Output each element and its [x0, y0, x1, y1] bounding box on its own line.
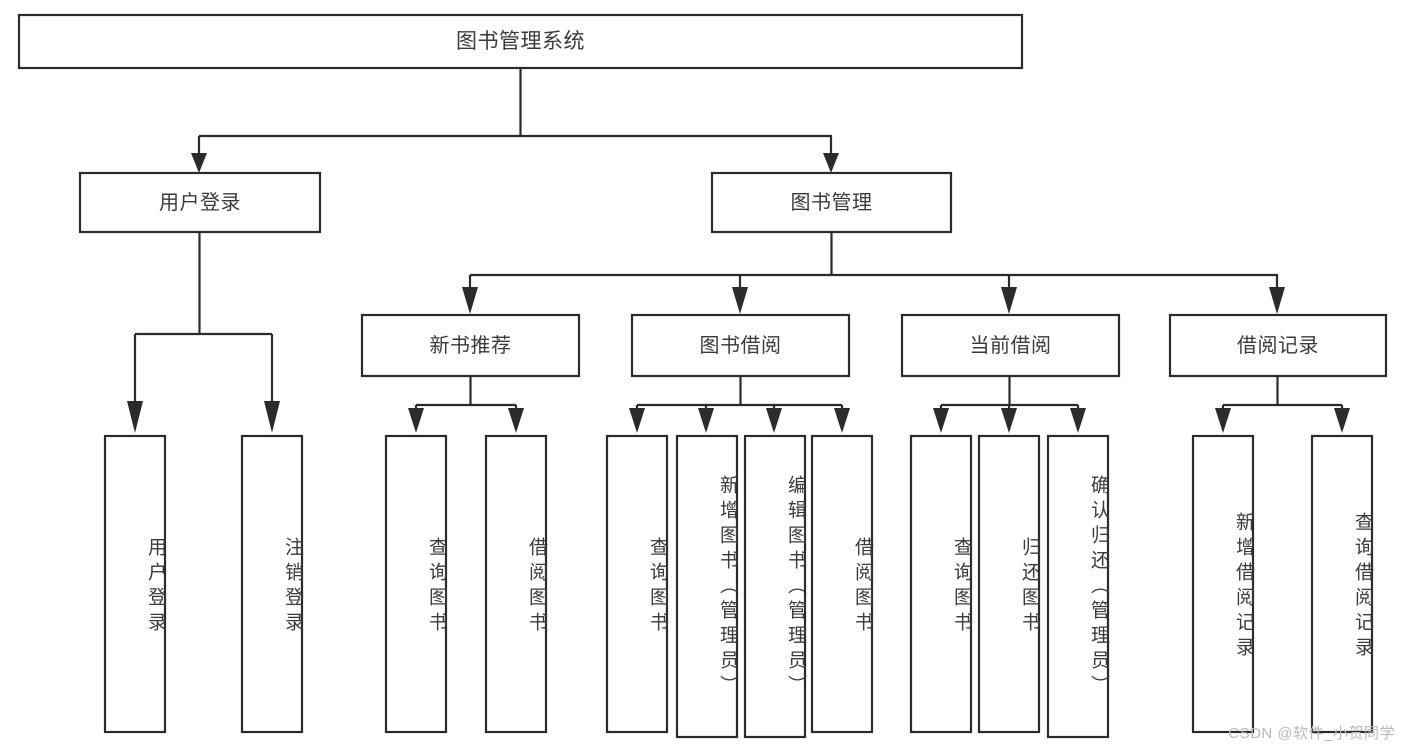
arrow-head-leaf-logout-login: [264, 401, 280, 433]
arrow-head-book-management: [823, 153, 839, 173]
arrow-head-leaf-query-book-3: [933, 408, 949, 433]
node-box-new-book-recommend[interactable]: [360, 313, 581, 378]
arrow-head-leaf-query-book-2: [629, 408, 645, 433]
node-box-book-management[interactable]: [710, 171, 953, 234]
node-box-leaf-query-book-1[interactable]: [384, 434, 448, 734]
node-box-leaf-add-book[interactable]: [675, 434, 739, 739]
arrow-head-user-login: [191, 153, 207, 173]
node-box-leaf-return-book[interactable]: [977, 434, 1041, 734]
arrow-head-leaf-edit-book: [766, 408, 782, 433]
arrow-head-leaf-add-record: [1215, 408, 1231, 433]
node-box-leaf-user-login[interactable]: [103, 434, 167, 734]
arrow-head-leaf-confirm-return: [1070, 408, 1086, 433]
node-box-leaf-query-record[interactable]: [1310, 434, 1374, 734]
arrow-head-new-book-recommend: [462, 287, 478, 314]
arrow-head-leaf-user-login: [127, 401, 143, 433]
node-box-current-borrow[interactable]: [900, 313, 1121, 378]
arrow-head-book-borrow: [732, 287, 748, 314]
node-box-borrow-record[interactable]: [1168, 313, 1388, 378]
arrow-head-borrow-record: [1269, 287, 1285, 314]
node-box-leaf-edit-book[interactable]: [743, 434, 807, 739]
node-box-leaf-add-record[interactable]: [1191, 434, 1255, 734]
arrow-head-current-borrow: [1001, 287, 1017, 314]
node-box-book-borrow[interactable]: [630, 313, 851, 378]
arrow-head-leaf-query-book-1: [408, 408, 424, 433]
node-box-root[interactable]: [17, 13, 1024, 70]
node-box-user-login[interactable]: [78, 171, 322, 234]
node-box-leaf-confirm-return[interactable]: [1046, 434, 1110, 739]
node-box-leaf-query-book-3[interactable]: [909, 434, 973, 734]
node-box-leaf-borrow-book-2[interactable]: [810, 434, 874, 734]
node-box-leaf-logout-login[interactable]: [240, 434, 304, 734]
arrow-head-leaf-borrow-book-1: [508, 408, 524, 433]
watermark-text: CSDN @软件_小贺同学: [1228, 725, 1395, 742]
node-box-leaf-borrow-book-1[interactable]: [484, 434, 548, 734]
arrow-head-leaf-query-record: [1334, 408, 1350, 433]
arrow-head-leaf-borrow-book-2: [834, 408, 850, 433]
node-box-leaf-query-book-2[interactable]: [605, 434, 669, 734]
arrow-head-leaf-return-book: [1001, 408, 1017, 433]
arrow-head-leaf-add-book: [698, 408, 714, 433]
